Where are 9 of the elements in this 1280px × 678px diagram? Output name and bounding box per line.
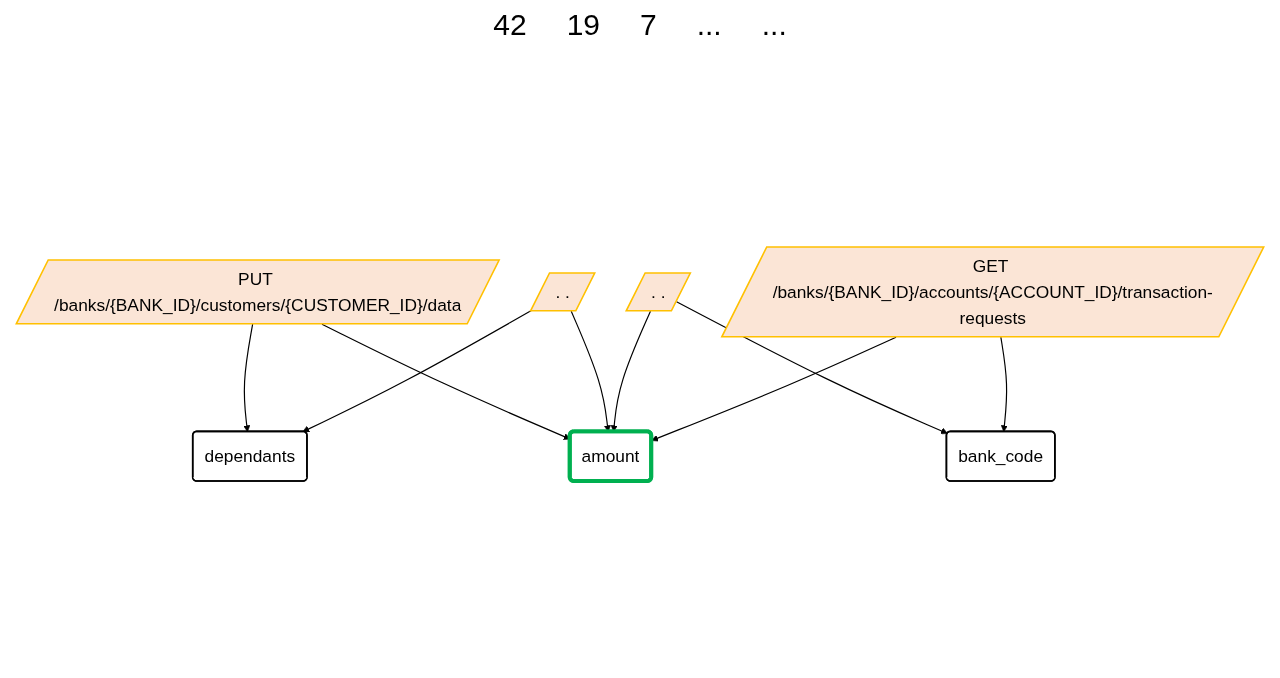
arrow	[675, 301, 948, 435]
count-label: 19	[566, 8, 600, 42]
arrow	[243, 323, 254, 433]
arrow	[1000, 336, 1008, 433]
count-label: ...	[696, 8, 722, 42]
count-label: 42	[493, 8, 527, 42]
count-label: ...	[761, 8, 787, 42]
count-label: 7	[640, 8, 657, 42]
arrow	[302, 309, 532, 433]
